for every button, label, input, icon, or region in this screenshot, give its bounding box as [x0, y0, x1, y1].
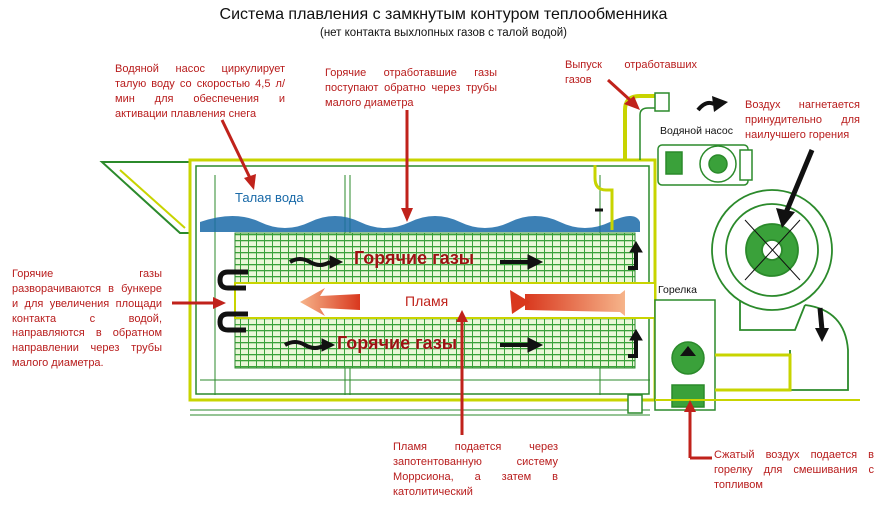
gas-flow-arrows [217, 241, 643, 358]
air-blower [711, 189, 849, 391]
water-pump [593, 144, 753, 230]
melt-water-label: Талая вода [235, 190, 304, 205]
page-title: Система плавления с замкнутым контуром т… [219, 6, 668, 23]
hot-gases-top-label: Горячие газы [354, 248, 475, 268]
turn-gases-annotation: Горячие газы разворачиваются в бункере и… [12, 268, 162, 370]
hopper [99, 161, 196, 234]
flame-arrow-left [300, 288, 360, 316]
flame-arrow-right [525, 290, 625, 316]
flame-label: Пламя [405, 293, 449, 309]
melt-water-surface [200, 216, 640, 232]
return-gases-annotation: Горячие отработавшие газы поступают обра… [325, 67, 497, 109]
air-annotation: Воздух нагнетается принудительно для наи… [745, 99, 860, 141]
flame-annotation: Пламя подается через запотентованную сис… [393, 441, 558, 498]
pump-annotation: Водяной насос циркулирует талую воду со … [115, 63, 285, 120]
burner-label: Горелка [658, 284, 697, 296]
page-subtitle: (нет контакта выхлопных газов с талой во… [319, 27, 567, 39]
annotation-pointers [172, 78, 712, 460]
exhaust-annotation: Выпуск отработавших газов [565, 59, 697, 86]
compressed-air-annotation: Сжатый воздух подается в горелку для сме… [714, 449, 874, 491]
water-pump-label: Водяной насос [660, 125, 733, 137]
hot-gases-bottom-label: Горячие газы [337, 333, 458, 353]
exhaust-stack [623, 92, 728, 160]
